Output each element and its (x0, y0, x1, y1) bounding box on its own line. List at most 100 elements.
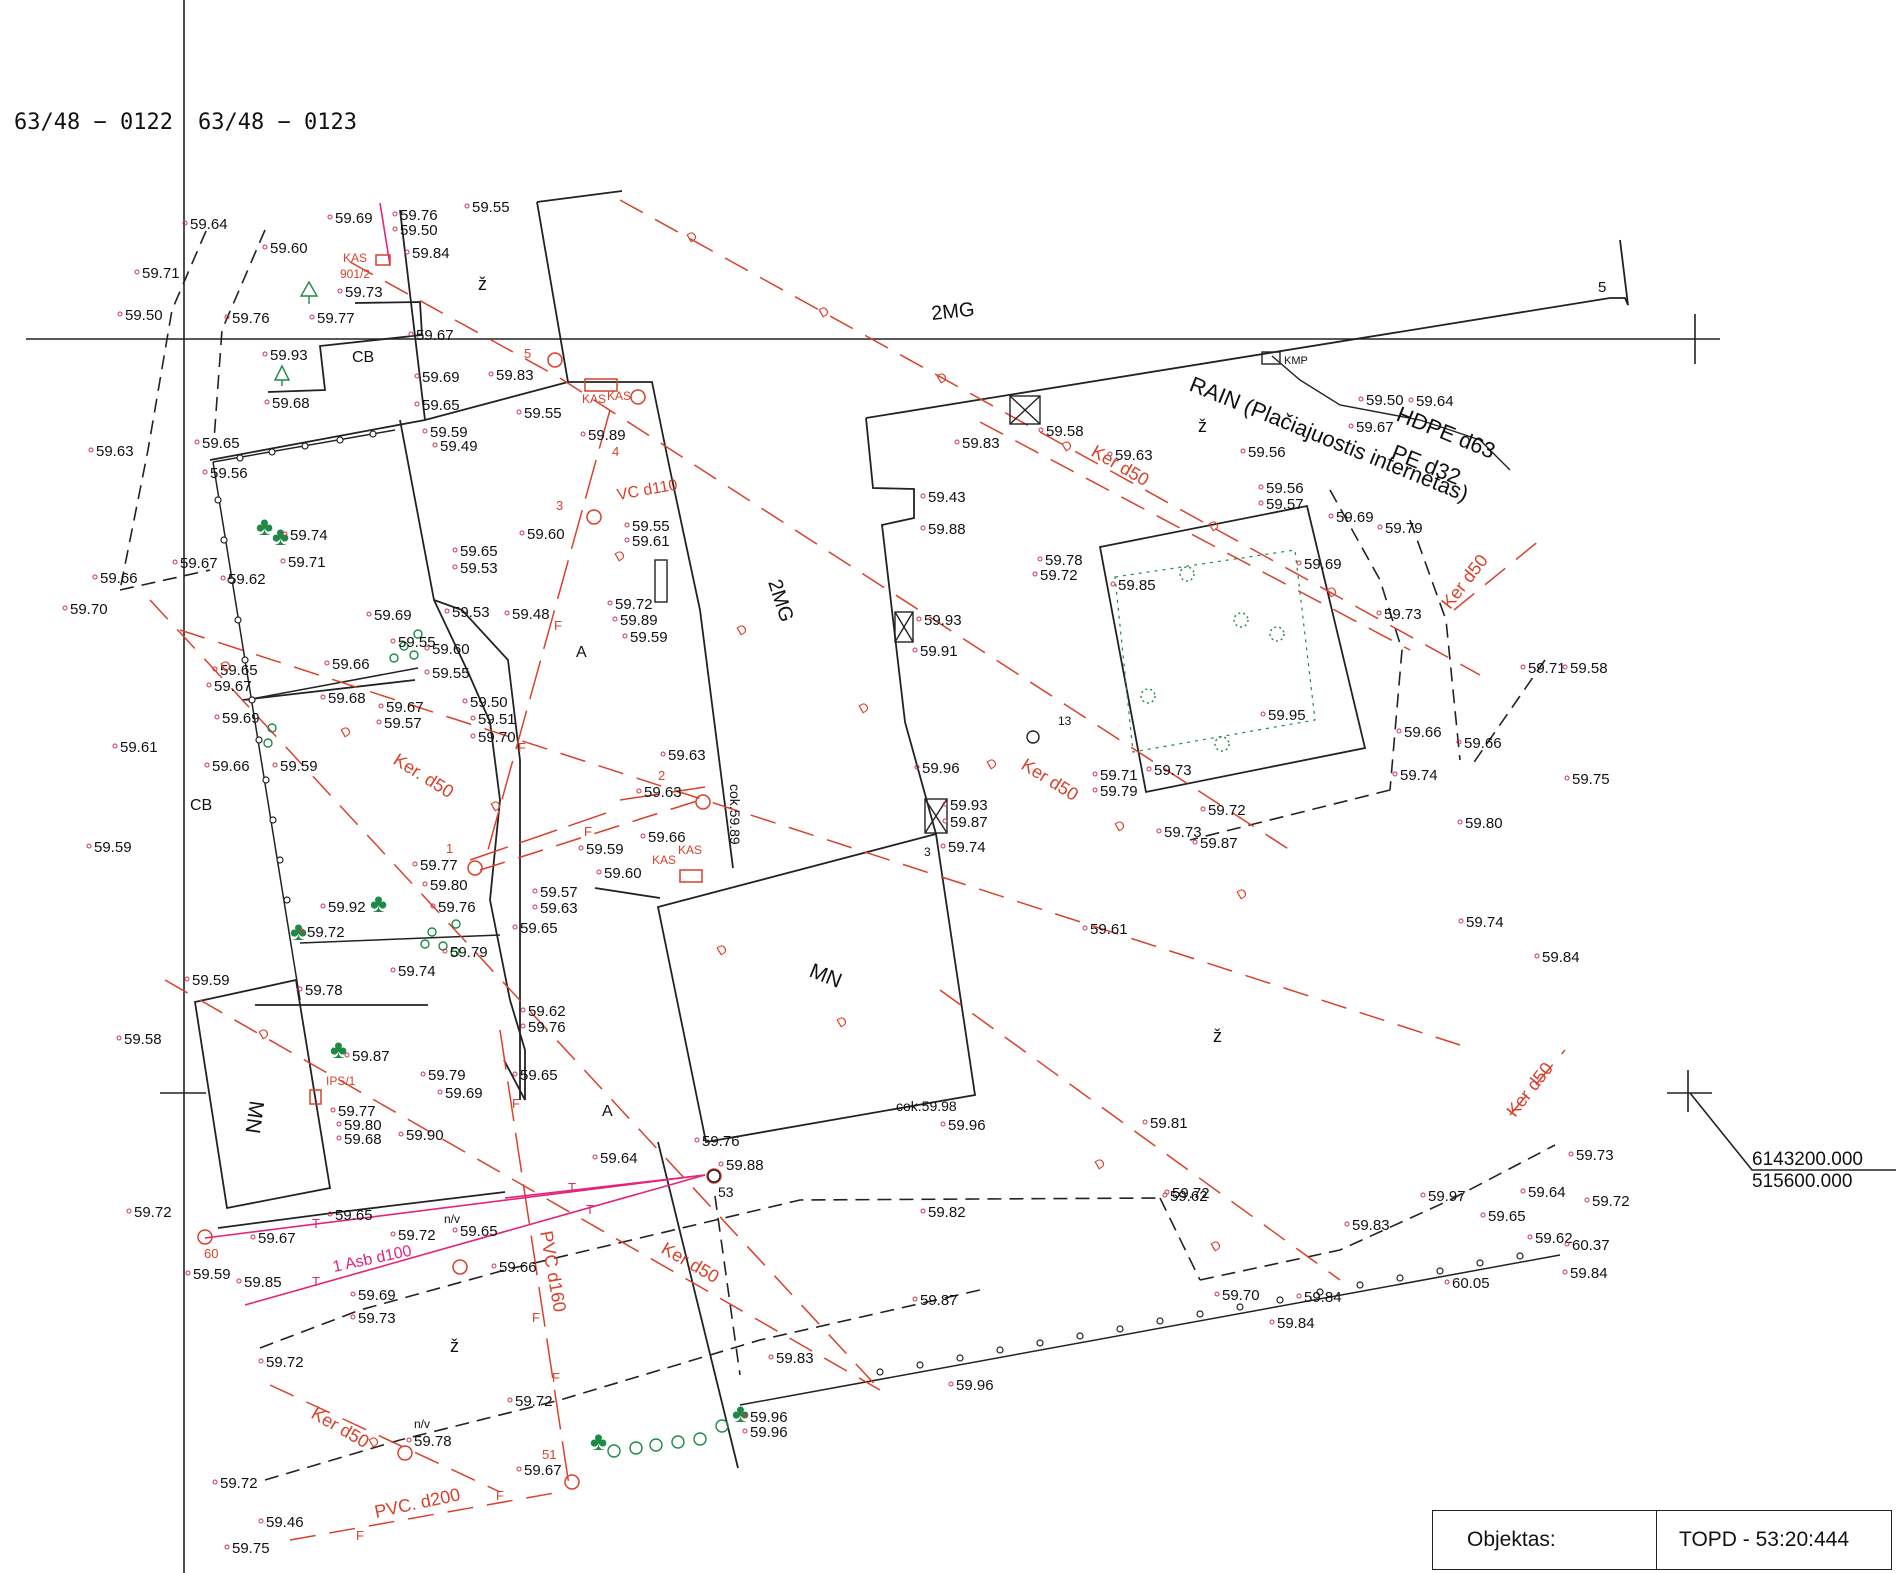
elevation-dot (1408, 397, 1414, 403)
utility-line-marker: F (554, 618, 562, 633)
elevation-dot (327, 214, 333, 220)
elevation-label: 59.59 (630, 629, 668, 646)
elevation-label: 59.59 (94, 839, 132, 856)
utility-line-marker: T (586, 1202, 594, 1217)
elevation-dot (1520, 664, 1526, 670)
elevation-dot (224, 314, 230, 320)
elevation-label: 59.92 (328, 899, 366, 916)
elevation-label: 59.80 (1465, 815, 1503, 832)
elevation-label: 59.83 (776, 1350, 814, 1367)
elevation-dot (126, 1208, 132, 1214)
utility-line-marker: F (356, 1528, 364, 1543)
dashed-boundaries (119, 229, 1556, 1481)
title-block: Objektas: TOPD - 53:20:444 (1432, 1510, 1892, 1570)
elevation-dot (184, 976, 190, 982)
elevation-dot (224, 1544, 230, 1550)
elevation-dot (452, 1227, 458, 1233)
map-feature-label: 5 (524, 346, 531, 361)
elevation-label: 59.67 (1356, 419, 1394, 436)
fence-posts (214, 430, 1524, 1376)
utility-line-marker: F (496, 1488, 504, 1503)
svg-text:♣: ♣ (290, 916, 307, 946)
elevation-label: 59.67 (214, 678, 252, 695)
elevation-dot (327, 1211, 333, 1217)
elevation-label: 59.65 (202, 435, 240, 452)
elevation-label: 60.37 (1572, 1237, 1610, 1254)
elevation-label: 59.73 (358, 1310, 396, 1327)
elevation-label: 59.73 (345, 284, 383, 301)
elevation-dot (398, 1131, 404, 1137)
elevation-dot (212, 1479, 218, 1485)
svg-text:♣: ♣ (590, 1426, 607, 1456)
map-feature-label: 60 (204, 1246, 218, 1261)
map-feature-label: Ker d50 (1437, 550, 1492, 612)
elevation-dot (1584, 1197, 1590, 1203)
elevation-label: 59.65 (520, 1067, 558, 1084)
elevation-dot (220, 575, 226, 581)
map-feature-label: 51 (542, 1447, 556, 1462)
map-feature-label: ž (478, 274, 487, 294)
elevation-label: 59.65 (460, 1223, 498, 1240)
map-feature-label: KAS (678, 843, 702, 857)
elevation-dot (512, 924, 518, 930)
map-feature-label: 2MG (763, 577, 797, 625)
elevation-dot (390, 638, 396, 644)
elevation-label: 59.59 (192, 972, 230, 989)
elevation-label: 59.74 (290, 527, 328, 544)
elevation-label: 59.68 (328, 690, 366, 707)
map-feature-label: KMP (1284, 355, 1308, 367)
elevation-dot (532, 904, 538, 910)
elevation-label: 59.65 (1488, 1208, 1526, 1225)
elevation-dot (1164, 1189, 1170, 1195)
elevation-dot (1534, 953, 1540, 959)
elevation-label: 59.72 (615, 596, 653, 613)
elevation-dot (1520, 1188, 1526, 1194)
utility-line-marker: F (552, 1370, 560, 1385)
elevation-dot (1092, 771, 1098, 777)
map-feature-label: 3 (556, 498, 563, 513)
elevation-dot (116, 1035, 122, 1041)
elevation-dot (414, 401, 420, 407)
elevation-label: 59.93 (950, 797, 988, 814)
elevation-dot (444, 608, 450, 614)
elevation-label: 59.61 (120, 739, 158, 756)
elevation-label: 59.78 (305, 982, 343, 999)
utility-line-marker: D (488, 797, 504, 815)
elevation-dot (948, 1381, 954, 1387)
elevation-dot (366, 611, 372, 617)
elevation-label: 59.87 (920, 1292, 958, 1309)
map-feature-label: 2MG (930, 299, 975, 325)
elevation-label: 59.64 (600, 1150, 638, 1167)
elevation-label: 59.96 (956, 1377, 994, 1394)
elevation-dot (1328, 513, 1334, 519)
elevation-dot (520, 1023, 526, 1029)
elevation-dot (640, 833, 646, 839)
utility-line-marker: D (734, 621, 750, 639)
elevation-label: 59.93 (270, 347, 308, 364)
elevation-label: 59.65 (220, 662, 258, 679)
elevation-label: 59.63 (96, 443, 134, 460)
map-feature-label: CB (352, 349, 374, 366)
elevation-label: 59.72 (515, 1393, 553, 1410)
elevation-label: 59.76 (702, 1133, 740, 1150)
elevation-dot (392, 226, 398, 232)
parcel-boundaries (193, 190, 1629, 1469)
map-feature-label: 13 (1058, 714, 1072, 728)
elevation-dot (344, 1052, 350, 1058)
elevation-label: 59.61 (632, 533, 670, 550)
elevation-dot (1396, 728, 1402, 734)
elevation-label: 59.63 (540, 900, 578, 917)
utility-line-marker: D (1206, 517, 1222, 535)
telecom-lines (204, 202, 706, 1306)
elevation-label: 59.87 (352, 1048, 390, 1065)
elevation-label: 59.57 (384, 715, 422, 732)
elevation-dot (324, 660, 330, 666)
elevation-dot (1082, 925, 1088, 931)
elevation-label: 59.84 (1277, 1315, 1315, 1332)
elevation-dot (580, 431, 586, 437)
map-feature-label: Ker d50 (1502, 1058, 1557, 1120)
elevation-dot (520, 1007, 526, 1013)
utility-line-marker: D (612, 547, 628, 565)
elevation-dot (185, 1270, 191, 1276)
elevation-label: 59.72 (307, 924, 345, 941)
